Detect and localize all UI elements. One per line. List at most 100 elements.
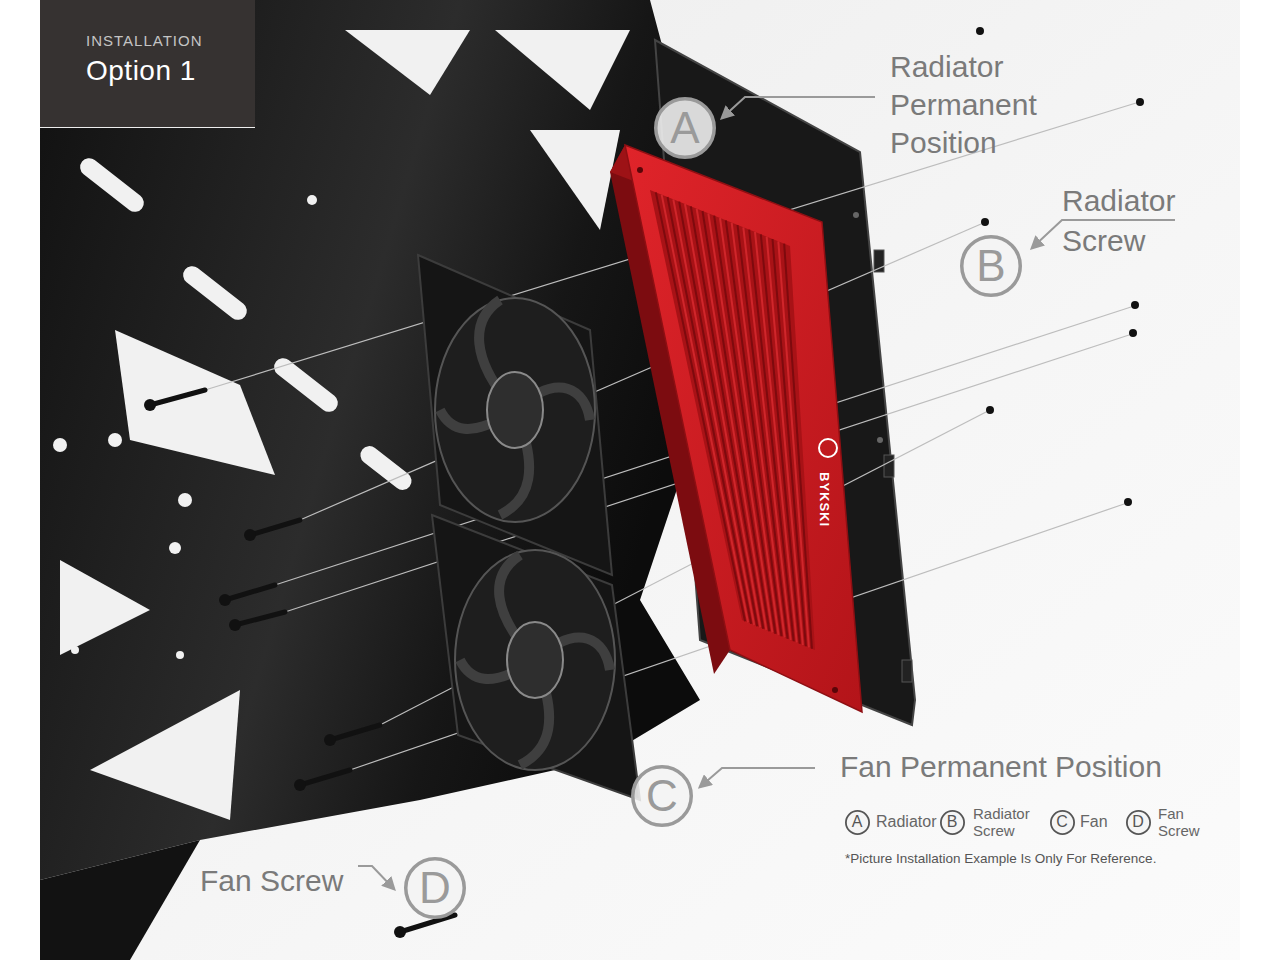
case-plate-part — [40, 840, 200, 960]
callout-circle: B — [940, 810, 965, 835]
footnote: *Picture Installation Example Is Only Fo… — [845, 851, 1156, 867]
legend-label: Radiator — [876, 812, 936, 831]
callout-circle: C — [1050, 810, 1075, 835]
radiator-screw-part — [1124, 498, 1132, 506]
screw-head-part — [394, 926, 406, 938]
radiator-fin — [656, 192, 812, 648]
radiator-fin-part — [755, 232, 797, 643]
callout-ring-outline — [845, 810, 868, 833]
plate-cutout-part — [71, 646, 79, 654]
callout-ring-outline — [656, 99, 715, 158]
legend-label: Radiator Screw — [973, 805, 1047, 839]
radiator — [610, 145, 862, 712]
leader-line — [358, 97, 1175, 889]
radiator-fin-part — [679, 202, 757, 627]
fan-part — [507, 622, 563, 698]
screw-head-part — [244, 529, 256, 541]
screw-head-part — [229, 619, 241, 631]
callout-letter: C — [1056, 814, 1068, 830]
radiator-bracket-part — [877, 437, 883, 443]
photo-ground — [40, 0, 1240, 960]
radiator-part — [637, 167, 643, 173]
plate-cutout-part — [530, 130, 620, 230]
callout-ring-outline — [1050, 810, 1073, 833]
screw-part — [225, 585, 275, 600]
case-plate-part — [40, 0, 700, 880]
radiator-fin-part — [784, 244, 812, 649]
radiator-part — [650, 190, 815, 650]
callout-ring-outline — [633, 767, 692, 826]
radiator-screw-part — [976, 27, 984, 35]
screw-part — [150, 390, 205, 405]
radiator-part — [625, 145, 862, 712]
screw-head-part — [144, 399, 156, 411]
case-plate — [40, 0, 700, 960]
callout-letter: D — [1132, 814, 1144, 830]
leader-line-part — [722, 97, 875, 118]
callout-circle: D — [1126, 810, 1151, 835]
callout-letter: D — [419, 866, 451, 910]
screw-head-part — [219, 594, 231, 606]
leader-line-part — [700, 768, 815, 787]
radiator-fin-part — [778, 241, 809, 647]
brand-logo: BYKSKI — [816, 472, 832, 527]
screw-head-part — [324, 734, 336, 746]
plate-cutout-part — [271, 355, 342, 416]
fan-part — [487, 372, 543, 448]
callout-letter: A — [852, 814, 863, 830]
callout-ring-outline — [406, 859, 465, 918]
radiator-bracket-part — [902, 660, 912, 682]
plate-cutout-part — [180, 263, 251, 324]
legend-label: Fan — [1080, 812, 1108, 831]
callout-ring-outline — [1126, 810, 1149, 833]
callout-circle: A — [845, 810, 870, 835]
screw-part — [235, 612, 285, 625]
radiator-screw-part — [1129, 329, 1137, 337]
radiator-bracket-part — [853, 212, 859, 218]
radiator-fin-part — [726, 220, 782, 636]
callout-ring-outline — [940, 810, 963, 833]
screw-part — [330, 725, 380, 740]
callout-letter: A — [670, 106, 699, 150]
plate-cutout-part — [169, 542, 181, 554]
plate-cutout-part — [108, 433, 122, 447]
title-panel: INSTALLATIONOption 1 — [40, 0, 255, 127]
screw-head — [144, 399, 406, 938]
callout-circle: A — [654, 97, 716, 159]
plate-cutout-part — [307, 195, 317, 205]
screw-guide-line — [205, 103, 1136, 770]
callout-letter: B — [976, 244, 1005, 288]
radiator-part — [819, 439, 837, 457]
callout-ring-outline — [962, 237, 1021, 296]
radiator-screw-part — [1136, 98, 1144, 106]
fan — [418, 255, 640, 800]
plate-cutout-part — [345, 30, 470, 95]
plate-cutout-part — [115, 330, 275, 475]
radiator-part — [832, 687, 838, 693]
screw — [150, 390, 455, 932]
legend-label: Fan Screw — [1158, 805, 1220, 839]
radiator-fin-part — [708, 213, 772, 632]
radiator-screw-part — [981, 218, 989, 226]
part-label: Fan Permanent Position — [840, 748, 1162, 786]
plate-cutout-part — [60, 560, 150, 655]
fan-part — [435, 298, 595, 522]
part-label: Fan Screw — [200, 862, 343, 900]
screw-head-part — [294, 779, 306, 791]
part-label: Radiator Screw — [1062, 181, 1222, 261]
fan-part — [432, 515, 640, 800]
radiator-fin-part — [773, 239, 806, 646]
fan-part — [460, 555, 610, 765]
callout-letter: B — [947, 814, 958, 830]
plate-cutout-part — [90, 690, 240, 820]
callout-circle: D — [404, 857, 466, 919]
screw-part — [300, 770, 350, 785]
plate-cutout-part — [77, 155, 148, 216]
radiator-screw-part — [1131, 301, 1139, 309]
callout-circle: B — [960, 235, 1022, 297]
radiator-screw-part — [986, 406, 994, 414]
plate-cutout-part — [178, 493, 192, 507]
panel-heading: Option 1 — [86, 56, 245, 87]
